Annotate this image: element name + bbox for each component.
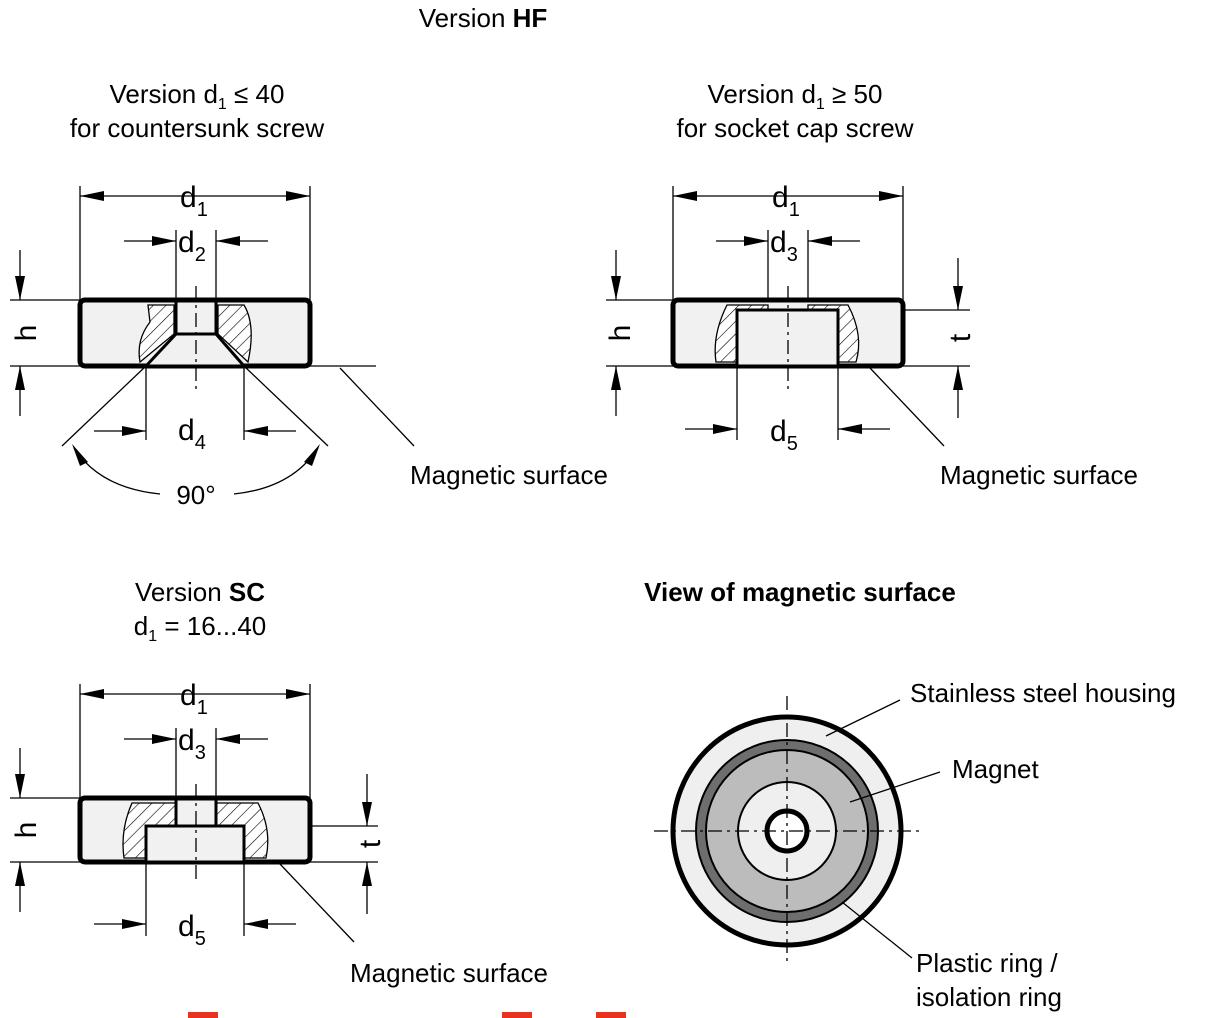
diagram-b-title-line2: for socket cap screw bbox=[677, 113, 914, 143]
dim-d1-label-b: d1 bbox=[772, 181, 800, 221]
diagram-c-title-line2: d1 = 16...40 bbox=[134, 611, 267, 645]
diagram-a-surface-label: Magnetic surface bbox=[410, 460, 608, 490]
red-marker bbox=[188, 1012, 218, 1018]
diagram-surface-view: View of magnetic surface Stainless steel… bbox=[644, 577, 1176, 1012]
diagram-b-surface-label: Magnetic surface bbox=[940, 460, 1138, 490]
red-marker bbox=[596, 1012, 626, 1018]
diagram-d-title: View of magnetic surface bbox=[644, 577, 956, 607]
diagram-version-sc: Version SC d1 = 16...40 d1 d3 d5 bbox=[10, 577, 548, 988]
red-marker bbox=[502, 1012, 532, 1018]
diagram-b-title-line1: Version d1 ≥ 50 bbox=[708, 79, 883, 113]
dim-d4-label: d4 bbox=[178, 414, 206, 454]
diagram-a-title-line2: for countersunk screw bbox=[70, 113, 325, 143]
dim-t-label-b: t bbox=[944, 333, 977, 342]
diagram-countersunk: Version d1 ≤ 40 for countersunk screw d1… bbox=[10, 79, 608, 510]
dim-d5-label-b: d5 bbox=[770, 415, 798, 455]
angle-label: 90° bbox=[176, 480, 215, 510]
ring-label-line1: Plastic ring / bbox=[916, 948, 1058, 978]
dim-h-label-c: h bbox=[10, 822, 43, 839]
dim-t-label-c: t bbox=[354, 839, 387, 848]
dim-h-label-b: h bbox=[604, 325, 637, 342]
dim-h-label: h bbox=[10, 325, 43, 342]
dim-d2-label: d2 bbox=[178, 226, 206, 266]
magnet-label: Magnet bbox=[952, 754, 1039, 784]
dim-d1-label: d1 bbox=[180, 181, 208, 221]
main-title: Version HF bbox=[419, 3, 548, 33]
ring-label-line2: isolation ring bbox=[916, 982, 1062, 1012]
housing-label: Stainless steel housing bbox=[910, 678, 1176, 708]
dim-d1-label-c: d1 bbox=[180, 679, 208, 719]
dim-d3-label-c: d3 bbox=[178, 724, 206, 764]
diagram-c-title-line1: Version SC bbox=[135, 577, 265, 607]
diagram-socket-cap: Version d1 ≥ 50 for socket cap screw d1 … bbox=[604, 79, 1138, 490]
dim-d3-label-b: d3 bbox=[770, 226, 798, 266]
dim-d5-label-c: d5 bbox=[178, 910, 206, 950]
diagram-c-surface-label: Magnetic surface bbox=[350, 958, 548, 988]
diagram-a-title-line1: Version d1 ≤ 40 bbox=[110, 79, 285, 113]
